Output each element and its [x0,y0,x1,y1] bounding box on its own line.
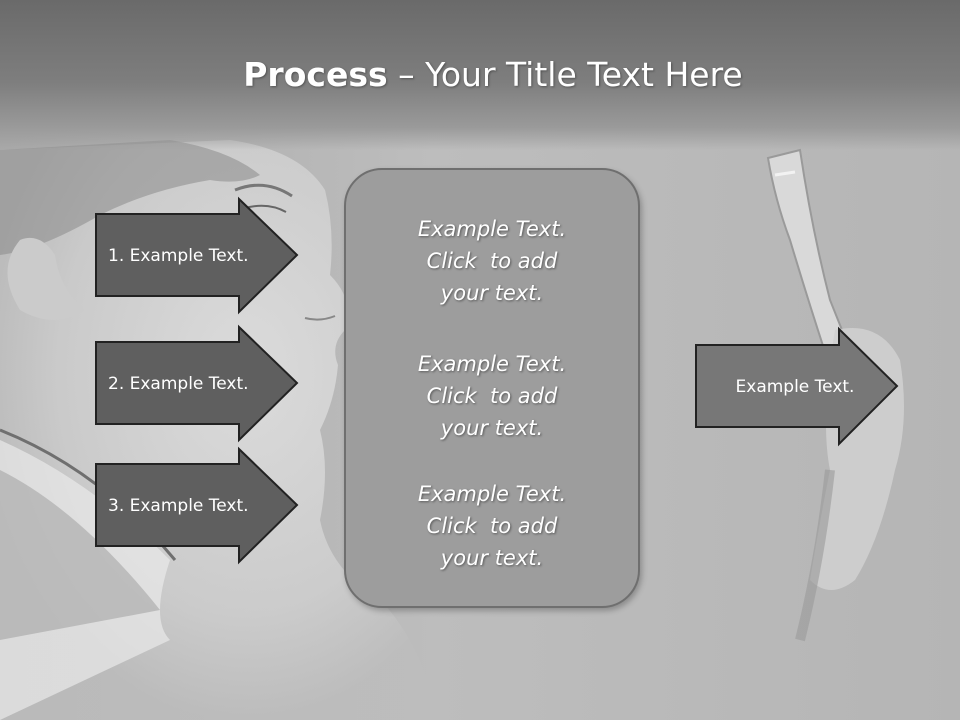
center-text-line: Example Text. [417,217,567,241]
center-text-line: Click to add [426,514,558,538]
right-arrow-shape [95,324,299,443]
slide-title[interactable]: Process – Your Title Text Here [0,53,960,97]
process-step-label-3: 3. Example Text. [108,495,249,516]
result-arrow-label: Example Text. [735,377,855,397]
process-step-arrow-3[interactable]: 3. Example Text. [95,446,301,565]
center-text-block-1[interactable]: Example Text. Click to add your text. [344,213,640,309]
process-step-label-1: 1. Example Text. [108,245,249,266]
center-text-block-2[interactable]: Example Text. Click to add your text. [344,348,640,444]
process-step-label-2: 2. Example Text. [108,373,249,394]
center-text-line: Click to add [426,249,558,273]
center-text-block-3[interactable]: Example Text. Click to add your text. [344,478,640,574]
center-text-line: Click to add [426,384,558,408]
right-arrow-shape [695,326,899,447]
center-text-panel[interactable] [344,168,640,608]
center-text-line: your text. [440,416,544,440]
center-text-line: your text. [440,546,544,570]
process-step-arrow-1[interactable]: 1. Example Text. [95,196,301,315]
center-text-line: Example Text. [417,482,567,506]
center-text-line: Example Text. [417,352,567,376]
result-arrow[interactable]: Example Text. [695,326,901,447]
right-arrow-shape [95,446,299,565]
process-step-arrow-2[interactable]: 2. Example Text. [95,324,301,443]
center-text-line: your text. [440,281,544,305]
right-arrow-shape [95,196,299,315]
title-rest-part: – Your Title Text Here [387,55,743,94]
title-bar [0,0,960,150]
title-bold-part: Process [243,55,388,94]
